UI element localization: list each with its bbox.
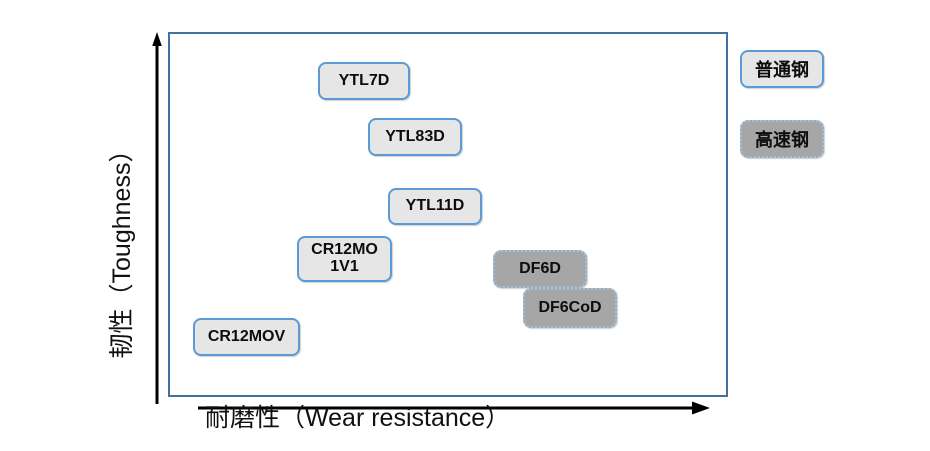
- data-point-label: YTL83D: [385, 127, 445, 145]
- data-point-ytl7d[interactable]: YTL7D: [318, 62, 410, 100]
- legend-item-label: 普通钢: [755, 60, 809, 80]
- legend-item-ordinary-steel[interactable]: 普通钢: [740, 50, 824, 88]
- data-point-label: DF6CoD: [538, 298, 602, 316]
- data-point-ytl83d[interactable]: YTL83D: [368, 118, 462, 156]
- data-point-label: CR12MOV: [207, 327, 286, 345]
- data-point-df6d[interactable]: DF6D: [493, 250, 587, 288]
- data-point-label: YTL7D: [338, 71, 390, 89]
- data-point-label: CR12MO 1V1: [311, 241, 378, 275]
- legend-item-label: 高速钢: [755, 130, 809, 150]
- data-point-label: DF6D: [519, 259, 561, 277]
- y-axis-arrow-icon: [152, 32, 162, 404]
- legend-item-high-speed-steel[interactable]: 高速钢: [740, 120, 824, 158]
- x-axis-label: 耐磨性（Wear resistance）: [205, 404, 511, 432]
- legend: 普通钢 高速钢: [740, 50, 890, 170]
- data-point-cr12mov[interactable]: CR12MOV: [193, 318, 300, 356]
- data-point-cr12mo1v1[interactable]: CR12MO 1V1: [297, 236, 392, 282]
- y-axis-label: 韧性（Toughness）: [108, 137, 136, 359]
- data-point-label: YTL11D: [405, 197, 465, 215]
- x-axis-arrow-icon: [198, 401, 710, 415]
- data-point-df6cod[interactable]: DF6CoD: [523, 288, 617, 328]
- data-point-ytl11d[interactable]: YTL11D: [388, 188, 482, 225]
